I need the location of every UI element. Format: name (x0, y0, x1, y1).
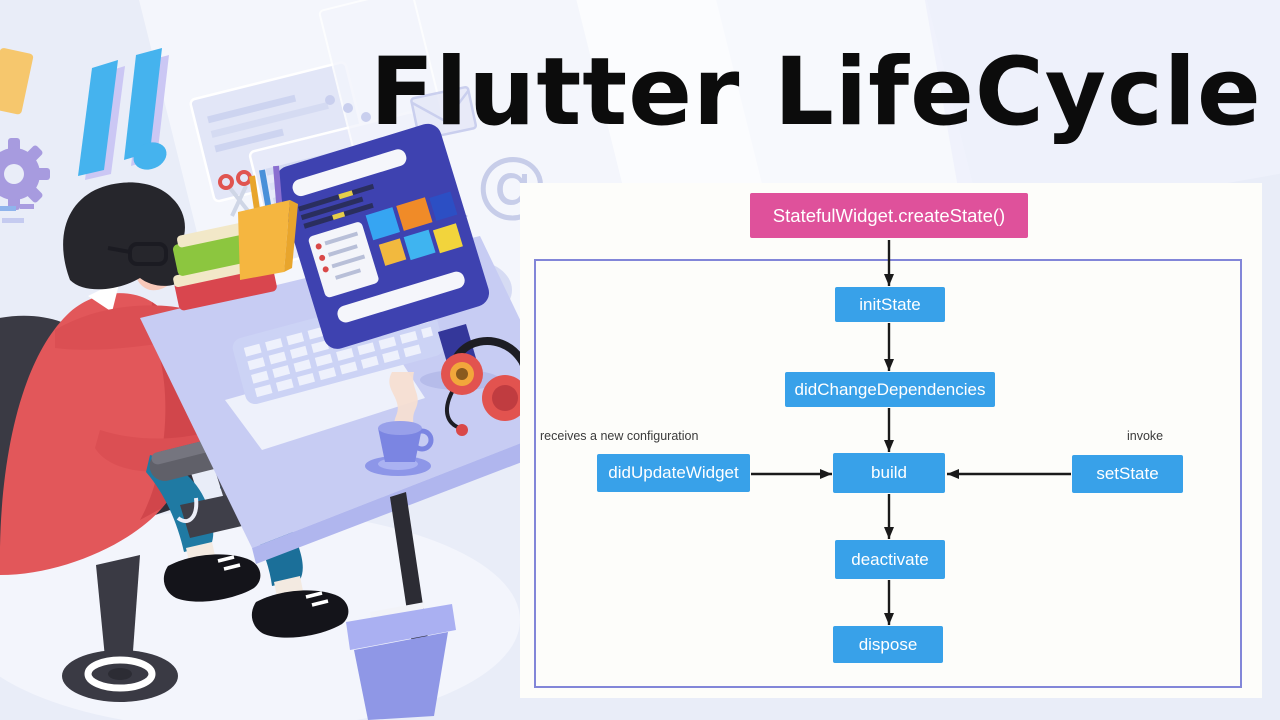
chair-base (62, 555, 178, 702)
monitor (275, 123, 500, 390)
trash-bin (346, 602, 456, 720)
flow-node-createstate: StatefulWidget.createState() (750, 193, 1028, 238)
annotation-receives-config: receives a new configuration (540, 429, 699, 443)
bar-chart-icon (78, 48, 169, 180)
coffee-cup (365, 372, 434, 476)
flow-node-dispose: dispose (833, 626, 943, 663)
sticky-note (0, 48, 34, 115)
pen-cup (218, 165, 298, 280)
flow-node-deactivate: deactivate (835, 540, 945, 579)
flow-node-didupdatewidget: didUpdateWidget (597, 454, 750, 492)
flow-node-didchangedependencies: didChangeDependencies (785, 372, 995, 407)
code-dashes (0, 204, 34, 223)
arm-keyboard (95, 388, 302, 472)
paper-sheet (225, 352, 425, 450)
flow-node-setstate: setState (1072, 455, 1183, 493)
flow-node-build: build (833, 453, 945, 493)
dots-decoration (325, 95, 371, 122)
annotation-invoke: invoke (1127, 429, 1164, 443)
headphones-icon (441, 337, 530, 436)
page-title: Flutter LifeCycle (370, 38, 1262, 147)
glasses-icon (107, 242, 168, 266)
flow-node-initstate: initState (835, 287, 945, 322)
